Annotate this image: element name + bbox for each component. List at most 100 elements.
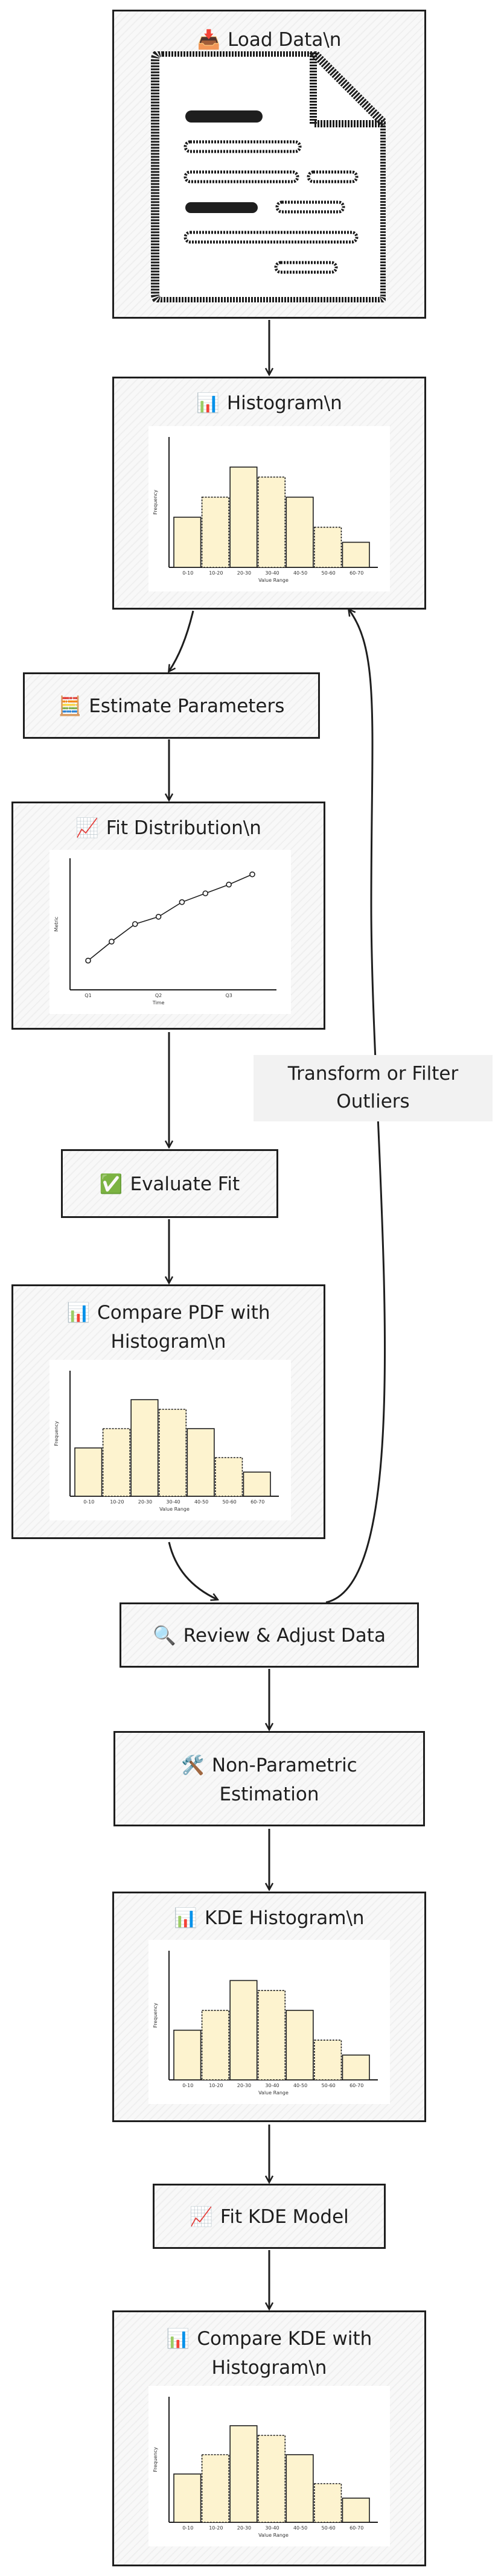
data-point <box>249 871 255 878</box>
bar-chart-icon: 📊 <box>166 2328 190 2350</box>
node-estimate-title: 🧮 Estimate Parameters <box>25 692 318 720</box>
node-compare-pdf-line2: Histogram\n <box>110 1331 226 1353</box>
x-axis-title: Value Range <box>258 2533 289 2538</box>
x-axis-title: Time <box>152 1000 165 1006</box>
x-tick-label: 40-50 <box>194 1499 208 1505</box>
node-review-adjust[interactable]: 🔍 Review & Adjust Data <box>120 1602 419 1668</box>
node-non-parametric[interactable]: 🛠️Non-Parametric Estimation <box>113 1731 425 1826</box>
node-non-parametric-title: 🛠️Non-Parametric Estimation <box>115 1751 423 1809</box>
x-tick-label: 50-60 <box>322 2525 336 2531</box>
series-line <box>88 873 253 961</box>
x-tick-label: Q1 <box>85 993 91 998</box>
node-review-title: 🔍 Review & Adjust Data <box>121 1622 417 1650</box>
x-tick-label: 30-40 <box>166 1499 180 1505</box>
node-estimate-label: Estimate Parameters <box>89 695 285 717</box>
data-point <box>179 899 185 905</box>
x-tick-label: 60-70 <box>349 2525 363 2531</box>
edge-review-loop-to-histogram <box>325 610 386 1604</box>
edge-histogram-to-estimate <box>169 610 194 671</box>
node-non-parametric-line1: Non-Parametric <box>211 1755 357 1776</box>
bar <box>257 2435 286 2523</box>
data-point <box>202 890 209 896</box>
bar <box>342 2055 370 2080</box>
edge-label-transform: Transform or Filter Outliers <box>254 1055 493 1121</box>
node-evaluate-fit[interactable]: ✅ Evaluate Fit <box>61 1149 278 1218</box>
bar <box>201 2454 229 2523</box>
node-compare-pdf-title: 📊Compare PDF with Histogram\n <box>13 1298 324 1356</box>
node-fit-distribution-label: Fit Distribution\n <box>106 817 261 839</box>
node-fit-kde-label: Fit KDE Model <box>220 2206 349 2228</box>
node-evaluate-label: Evaluate Fit <box>130 1173 240 1195</box>
node-compare-kde-line1: Compare KDE with <box>197 2328 372 2350</box>
bar <box>173 2029 202 2080</box>
y-axis-title: Frequency <box>153 2003 158 2028</box>
tools-icon: 🛠️ <box>181 1755 205 1776</box>
node-kde-histogram-label: KDE Histogram\n <box>205 1907 365 1929</box>
x-tick-label: Q2 <box>155 993 162 998</box>
data-point <box>155 914 162 920</box>
bar <box>229 2425 258 2523</box>
x-tick-label: 20-30 <box>138 1499 152 1505</box>
x-tick-label: 20-30 <box>237 2525 251 2531</box>
bar <box>286 2454 314 2523</box>
bar <box>342 2498 370 2523</box>
line-chart-icon: 📈 <box>190 2206 213 2228</box>
x-tick-label: 10-20 <box>209 2525 223 2531</box>
node-load-data-title: 📥 Load Data\n <box>114 26 424 54</box>
x-tick-label: 40-50 <box>293 570 307 576</box>
magnifier-icon: 🔍 <box>153 1625 176 1647</box>
node-histogram-title: 📊Histogram\n <box>114 389 424 417</box>
node-compare-kde-title: 📊Compare KDE with Histogram\n <box>114 2324 424 2382</box>
x-axis-title: Value Range <box>159 1506 190 1512</box>
bar <box>314 2483 342 2523</box>
x-axis-title: Value Range <box>258 2090 289 2096</box>
x-tick-label: 10-20 <box>209 2083 223 2088</box>
bar <box>158 1409 187 1497</box>
check-mark-icon: ✅ <box>99 1173 123 1195</box>
x-tick-label: 20-30 <box>237 570 251 576</box>
bar <box>257 1990 286 2080</box>
bar <box>74 1447 103 1497</box>
node-fit-kde[interactable]: 📈 Fit KDE Model <box>153 2184 386 2249</box>
x-tick-label: 40-50 <box>293 2525 307 2531</box>
data-point <box>109 939 115 945</box>
bar <box>215 1457 243 1497</box>
data-point <box>226 881 232 888</box>
bar <box>243 1471 271 1497</box>
bar <box>187 1428 215 1497</box>
bar <box>342 541 370 568</box>
bar <box>201 496 229 568</box>
node-load-data[interactable]: 📥 Load Data\n <box>112 10 426 319</box>
bar <box>229 467 258 568</box>
node-kde-histogram-title: 📊KDE Histogram\n <box>114 1904 424 1932</box>
x-tick-label: Q3 <box>225 993 232 998</box>
node-review-label: Review & Adjust Data <box>183 1625 386 1647</box>
bar <box>257 476 286 568</box>
inbox-tray-icon: 📥 <box>197 29 221 51</box>
bar <box>286 496 314 568</box>
x-tick-label: 30-40 <box>265 2083 279 2088</box>
abacus-icon: 🧮 <box>58 695 82 717</box>
bar <box>173 2473 202 2523</box>
node-load-data-label: Load Data\n <box>228 29 342 51</box>
bar-chart-icon: 📊 <box>196 392 220 414</box>
node-compare-pdf-line1: Compare PDF with <box>97 1302 270 1324</box>
node-estimate-parameters[interactable]: 🧮 Estimate Parameters <box>23 672 320 739</box>
x-tick-label: 50-60 <box>223 1499 237 1505</box>
edge-label-line2: Outliers <box>336 1091 410 1112</box>
document-icon <box>151 51 386 302</box>
